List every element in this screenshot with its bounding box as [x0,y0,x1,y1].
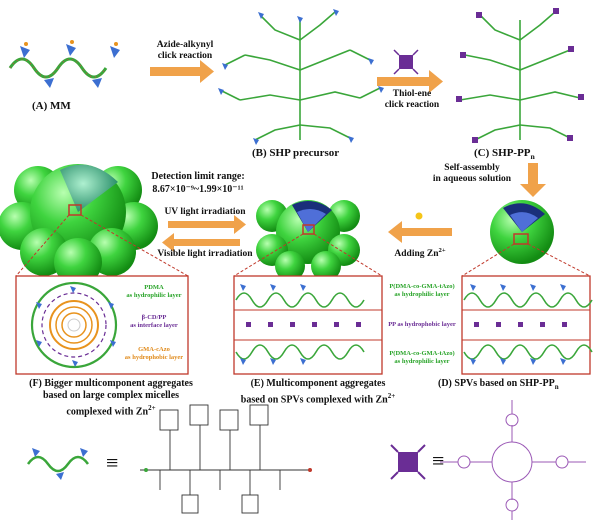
caption-e-line2: based on SPVs complexed with Zn2+ [220,390,416,406]
equiv-symbol-mm: ≡ [106,450,119,475]
e-bot-line2: as hydrophilic layer [394,357,450,365]
porphyrin-structure-icon [440,400,586,520]
f-cd-line1: β-CD/PP [141,314,167,321]
arrow-azide-line1: Azide-alkynyl [156,40,214,50]
f-gma-line2: as hydrophobic layer [124,353,184,361]
label-c: (C) SHP-PPn [474,147,535,161]
arrow-azide-label: Azide-alkynyl click reaction [150,40,220,62]
caption-e: (E) Multicomponent aggregates based on S… [220,378,416,406]
caption-d-sub: n [554,383,559,391]
e-top-line1: P(DMA-co-GMA-tAzo) [389,283,455,290]
label-a: (A) MM [32,100,71,112]
arrow-self-line1: Self-assembly [444,163,500,173]
caption-f-line3-text: complexed with Zn [66,406,149,418]
arrow-uv-icon [168,215,246,234]
caption-f-line1: (F) Bigger multicomponent aggregates [29,378,193,389]
arrow-visible-icon [162,233,240,252]
arrow-zn-label: Adding Zn2+ [384,245,456,260]
e-layer-mid: PP as hydrophobic layer [388,321,456,328]
arrow-self-line2: in aqueous solution [432,174,512,184]
f-layer-gma: GMA-cAzo as hydrophobic layer [122,346,186,361]
detection-limit: Detection limit range: 8.67×10⁻⁹~1.99×10… [146,170,250,196]
panel-d-frame [461,275,591,375]
e-layer-top: P(DMA-co-GMA-tAzo) as hydrophilic layer [382,283,462,298]
caption-f-line3: complexed with Zn2+ [4,402,218,418]
arrow-zn-sup: 2+ [438,247,446,254]
f-cd-line2: as interface layer [130,321,178,329]
large-aggregate-icon [0,164,158,286]
f-pdma-line2: as hydrophilic layer [126,291,182,299]
shp-precursor-icon [219,11,381,141]
arrow-self-assembly-icon [520,163,546,197]
bilayer-d-icon [462,284,593,365]
micelle-cross-section-icon [30,281,118,369]
arrow-thiol-label: Thiol-ene click reaction [376,89,448,111]
caption-f: (F) Bigger multicomponent aggregates bas… [4,378,218,418]
caption-d: (D) SPVs based on SHP-PPn [438,378,559,391]
label-b: (B) SHP precursor [252,147,340,159]
f-layer-cd: β-CD/PP as interface layer [122,314,186,329]
caption-f-line2: based on large complex micelles [42,390,180,401]
arrow-thiol-line2: click reaction [384,100,440,110]
spv-vesicle-icon [490,200,554,264]
label-c-text: (C) SHP-PP [474,147,531,159]
detection-range: 8.67×10⁻⁹~1.99×10⁻¹¹ [152,184,244,195]
arrow-zn-icon [388,221,452,243]
f-layer-pdma: PDMA as hydrophilic layer [122,284,186,299]
porphyrin-legend-icon [390,444,426,480]
mm-chain-icon [8,40,120,88]
arrow-thiol-icon [377,70,443,93]
mm-legend-chain-icon [26,448,90,480]
caption-d-text: (D) SPVs based on SHP-PP [438,378,555,389]
caption-f-sup: 2+ [148,404,156,412]
arrow-azide-line2: click reaction [157,51,213,61]
mm-structure-icon [140,404,310,514]
equiv-symbol-pp: ≡ [432,448,445,473]
zoom-lines-icon [15,214,591,277]
arrow-self-assembly-label: Self-assembly in aqueous solution [420,163,524,185]
arrow-uv-label: UV light irradiation [164,207,246,217]
arrow-azide-icon [150,60,214,83]
caption-e-line2-text: based on SPVs complexed with Zn [240,394,388,406]
zinc-ion-icon [415,212,423,220]
e-bot-line1: P(DMA-co-GMA-tAzo) [389,350,455,357]
arrow-zn-text: Adding Zn [394,249,439,260]
f-gma-line1: GMA-cAzo [138,346,170,353]
arrow-visible-label: Visible light irradiation [157,249,253,259]
porphyrin-small-icon [393,49,419,75]
bilayer-e-icon [234,284,382,365]
caption-e-line1: (E) Multicomponent aggregates [250,378,386,389]
shp-ppn-icon [459,11,581,141]
caption-e-sup: 2+ [387,392,396,400]
spv-aggregate-icon [256,200,360,281]
f-pdma-line1: PDMA [144,284,164,291]
label-c-sub: n [530,152,535,162]
arrow-thiol-line1: Thiol-ene [392,89,432,99]
e-top-line2: as hydrophilic layer [394,290,450,298]
detection-title: Detection limit range: [151,171,245,182]
e-layer-bottom: P(DMA-co-GMA-tAzo) as hydrophilic layer [382,350,462,365]
